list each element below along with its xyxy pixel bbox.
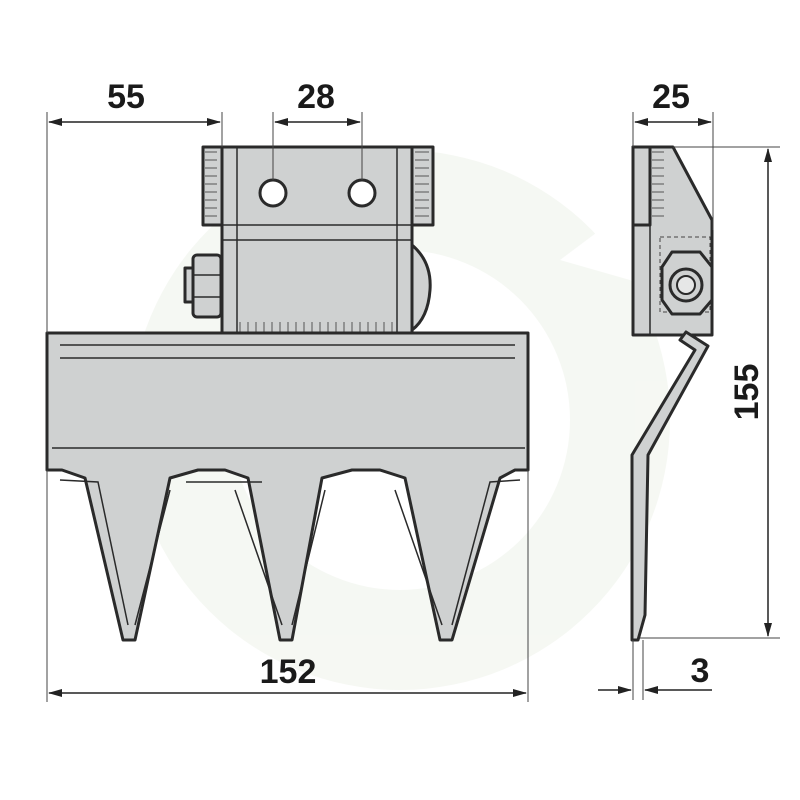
- blade-plate: [45, 331, 530, 642]
- dim-55-label: 55: [107, 78, 145, 116]
- side-view: [630, 145, 714, 642]
- front-view: [45, 145, 530, 642]
- dim-3-label: 3: [691, 652, 710, 690]
- hex-nut-icon: [660, 250, 714, 316]
- weld-hatching: [205, 151, 429, 334]
- dimension-lines: [46, 112, 780, 702]
- dim-28-label: 28: [297, 78, 335, 116]
- mounting-hole-right: [347, 178, 377, 208]
- blade-profile: [630, 330, 710, 642]
- dim-25-label: 25: [652, 78, 690, 116]
- mounting-hole-left: [258, 178, 288, 208]
- dim-155-label: 155: [728, 364, 766, 421]
- bolt-nut-icon: [183, 253, 223, 319]
- bolt-head-icon: [410, 243, 432, 332]
- dim-152-label: 152: [260, 653, 317, 691]
- dimension-labels: 55 28 152 25 155 3: [107, 78, 766, 691]
- bracket-body: [220, 145, 414, 337]
